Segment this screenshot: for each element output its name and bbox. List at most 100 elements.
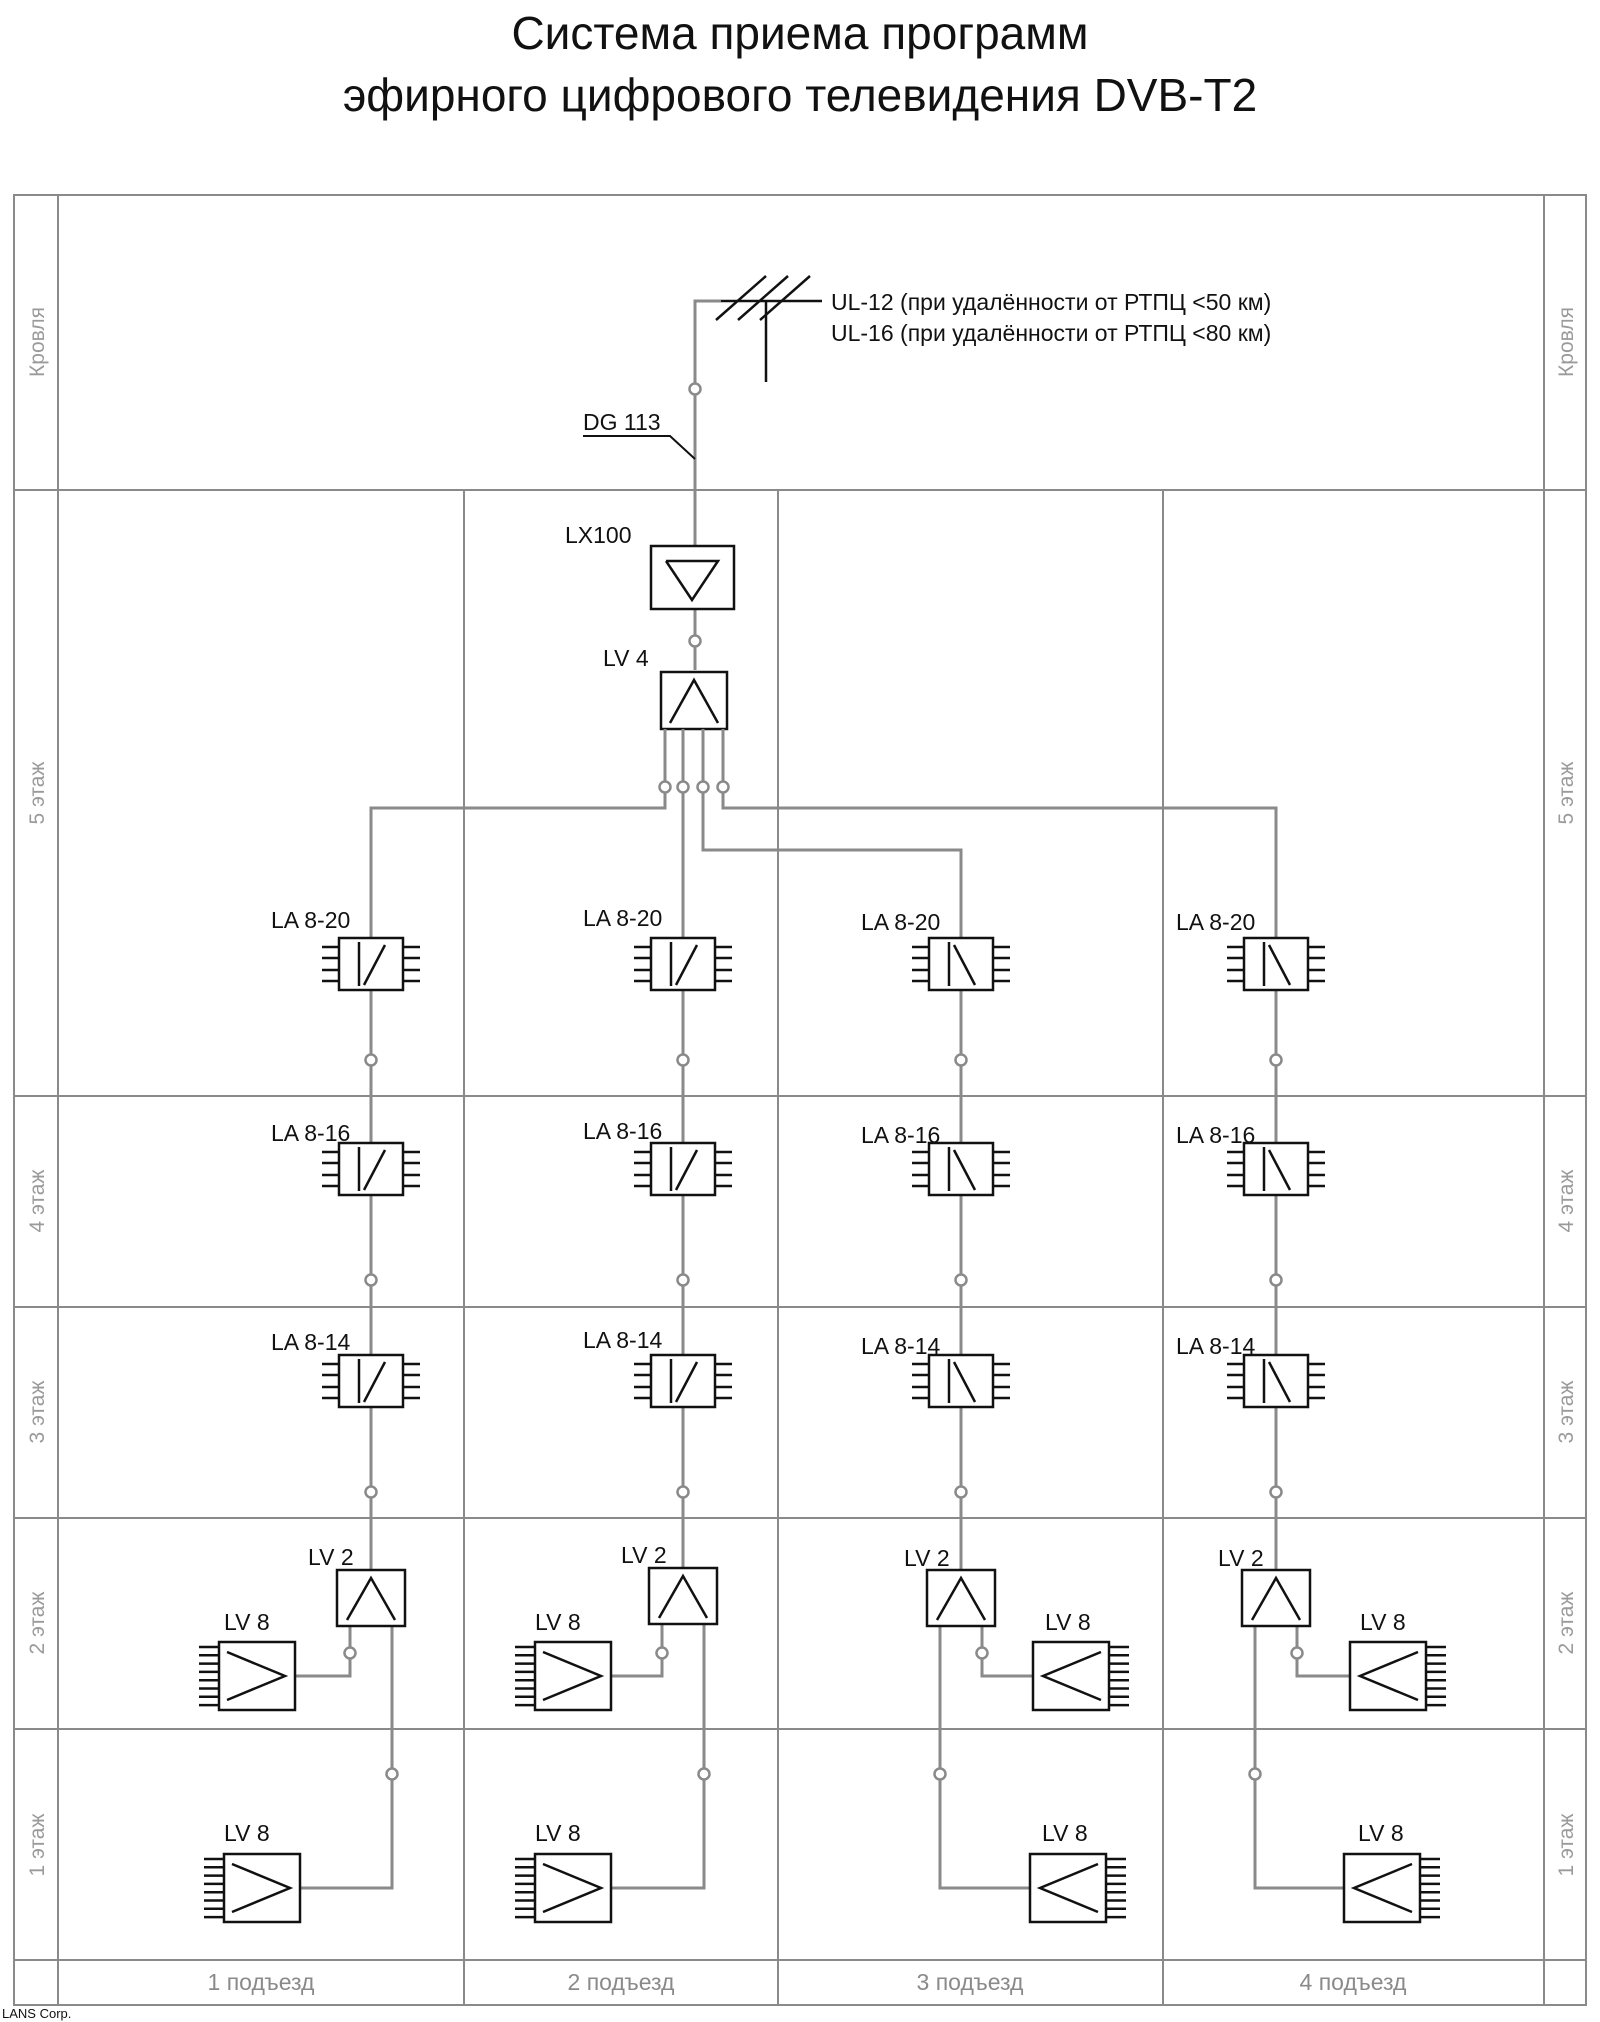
splitter-lv2-entrance-1 [335,1568,407,1628]
splitter-lv4 [659,670,729,731]
f-connector-9 [954,1053,968,1067]
distributor-lv8-floor1-entrance-1 [204,1852,302,1924]
f-connector-6 [716,780,730,794]
floor-label-1-right: 1 этаж [1555,1814,1578,1877]
floor-label-roof: Кровля [26,307,49,377]
lv8-label-floor2-entrance-4: LV 8 [1360,1609,1406,1635]
tap-label-f4-3: LA 8-16 [861,1122,940,1148]
splitter-lv2-entrance-4 [1240,1568,1312,1628]
lv2-label-entrance-2: LV 2 [621,1542,667,1568]
f-connector-18 [1269,1485,1283,1499]
tap-label-f5-1: LA 8-20 [271,907,350,933]
lv8-label-floor1-entrance-4: LV 8 [1358,1820,1404,1846]
tap-label-f3-2: LA 8-14 [583,1327,662,1353]
lv8-label-floor1-entrance-1: LV 8 [224,1820,270,1846]
tap-f5-entrance-4 [1227,936,1325,992]
tap-f4-entrance-4 [1227,1141,1325,1197]
f-connector-15 [364,1485,378,1499]
f-connector-22 [1290,1646,1304,1660]
tap-f5-entrance-3 [912,936,1010,992]
distributor-lv8-floor1-entrance-3 [1028,1852,1126,1924]
tap-label-f5-2: LA 8-20 [583,905,662,931]
lv8-label-floor2-entrance-1: LV 8 [224,1609,270,1635]
distributor-lv8-floor2-entrance-1 [199,1640,297,1712]
f-connector-19 [343,1646,357,1660]
tap-f3-entrance-1 [322,1353,420,1409]
title-line-1: Система приема программ [511,7,1089,59]
amplifier-lx100 [649,544,736,611]
distributor-lv8-floor2-entrance-2 [515,1640,613,1712]
entrance-label-4: 4 подъезд [1300,1969,1408,1995]
f-connector-26 [1248,1767,1262,1781]
distributor-lv8-floor2-entrance-3 [1031,1640,1129,1712]
tap-f4-entrance-3 [912,1141,1010,1197]
risers [369,990,1278,1570]
f-connector-7 [364,1053,378,1067]
floor-labels-right: Кровля 5 этаж 4 этаж 3 этаж 2 этаж 1 эта… [1555,307,1578,1876]
f-connector-1 [688,382,702,396]
f-connector-8 [676,1053,690,1067]
lv2-label-entrance-3: LV 2 [904,1545,950,1571]
f-connector-21 [975,1646,989,1660]
lv2-label-entrance-4: LV 2 [1218,1545,1264,1571]
cable-label-dg113: DG 113 [583,409,661,435]
f-connector-20 [655,1646,669,1660]
lv8-label-floor2-entrance-3: LV 8 [1045,1609,1091,1635]
tap-label-f4-1: LA 8-16 [271,1120,350,1146]
f-connector-12 [676,1273,690,1287]
distribution-cables [369,729,1278,938]
entrance-label-2: 2 подъезд [568,1969,676,1995]
tap-f5-entrance-1 [322,936,420,992]
f-connector-14 [1269,1273,1283,1287]
tap-label-f3-1: LA 8-14 [271,1329,350,1355]
tap-label-f4-2: LA 8-16 [583,1118,662,1144]
floor-label-5-right: 5 этаж [1555,762,1578,825]
antenna-label-ul12: UL-12 (при удалённости от РТПЦ <50 км) [831,289,1271,315]
floor-label-4: 4 этаж [26,1170,49,1233]
lv8-label-floor1-entrance-2: LV 8 [535,1820,581,1846]
f-connector-23 [385,1767,399,1781]
tap-label-f3-3: LA 8-14 [861,1333,940,1359]
f-connector-24 [697,1767,711,1781]
f-connector-13 [954,1273,968,1287]
tap-label-f4-4: LA 8-16 [1176,1122,1255,1148]
main-splitter-label: LV 4 [603,645,649,671]
entrance-label-1: 1 подъезд [208,1969,316,1995]
tap-f3-entrance-3 [912,1353,1010,1409]
floor-label-roof-right: Кровля [1555,307,1578,377]
antenna-icon [715,275,822,382]
connectors-layer [343,382,1304,1781]
lower-floors-layer: LV 2 LV 8 LV 8 LV 2 LV 8 LV 8 LV 2 LV 8 LV 8 LV 2… [199,1542,1446,1924]
entrance-label-3: 3 подъезд [917,1969,1025,1995]
floor-label-4-right: 4 этаж [1555,1170,1578,1233]
floor-label-3: 3 этаж [26,1381,49,1444]
tap-f4-entrance-2 [634,1141,732,1197]
tap-label-f5-3: LA 8-20 [861,909,940,935]
tap-f4-entrance-1 [322,1141,420,1197]
f-connector-2 [688,634,702,648]
tap-f3-entrance-4 [1227,1353,1325,1409]
f-connector-10 [1269,1053,1283,1067]
floor-label-3-right: 3 этаж [1555,1381,1578,1444]
f-connector-4 [676,780,690,794]
tap-label-f5-4: LA 8-20 [1176,909,1255,935]
diagram-title: Система приема программ эфирного цифрово… [0,0,1600,126]
trunk-cable [693,299,721,670]
distributor-lv8-floor1-entrance-4 [1342,1852,1440,1924]
tap-f3-entrance-2 [634,1353,732,1409]
entrance-labels: 1 подъезд 2 подъезд 3 подъезд 4 подъезд [208,1969,1408,1995]
floor-label-2: 2 этаж [26,1592,49,1655]
cable-leader [583,435,696,460]
lv2-label-entrance-1: LV 2 [308,1544,354,1570]
splitter-lv2-entrance-2 [647,1566,719,1626]
f-connector-5 [696,780,710,794]
taps-layer: LA 8-20 LA 8-20 LA 8-20 LA 8-20 LA 8-16 LA 8-… [271,905,1325,1409]
lv8-label-floor2-entrance-2: LV 8 [535,1609,581,1635]
amplifier-label: LX100 [565,522,632,548]
splitter-lv2-entrance-3 [925,1568,997,1628]
floor-grid [13,194,1587,2006]
floor-labels-left: Кровля 5 этаж 4 этаж 3 этаж 2 этаж 1 эта… [26,307,49,1876]
f-connector-11 [364,1273,378,1287]
floor-label-5: 5 этаж [26,762,49,825]
